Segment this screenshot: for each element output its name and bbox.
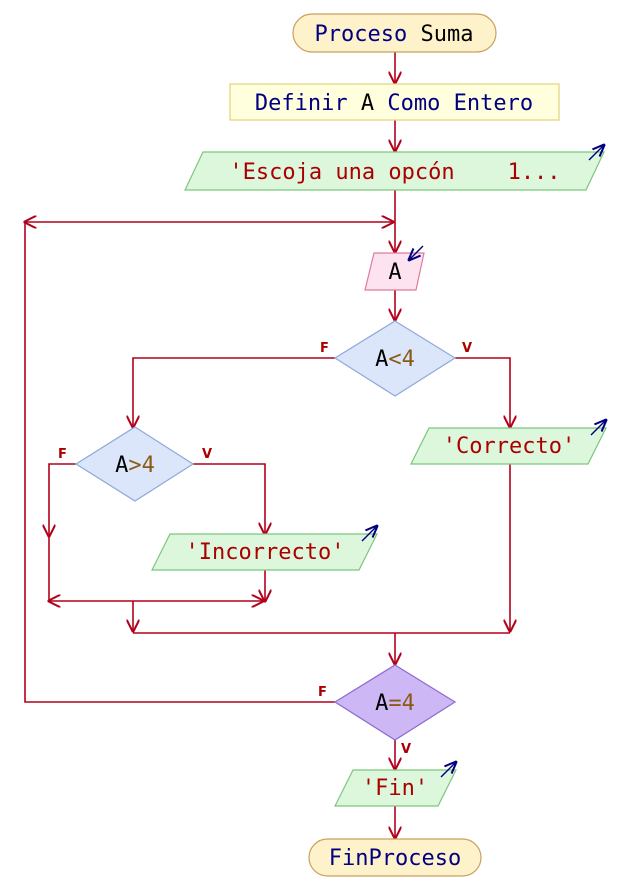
end-label: FinProceso xyxy=(329,846,461,871)
output-arrow-icon xyxy=(588,145,604,161)
output-fin-label: 'Fin' xyxy=(362,776,428,801)
output-fin-shape xyxy=(334,769,457,807)
decision-eq-false-label: F xyxy=(318,685,327,700)
end-node: FinProceso xyxy=(308,838,482,877)
start-shape xyxy=(292,13,497,53)
decision-lt-false-label: F xyxy=(320,341,329,356)
input-arrow-icon xyxy=(409,245,424,260)
output-menu-shape xyxy=(184,151,605,191)
connectors xyxy=(25,52,510,838)
edge-loop-vertical xyxy=(24,222,335,703)
edge-gt-true xyxy=(193,463,265,534)
output-arrow-icon xyxy=(361,526,377,542)
edge-gt-false xyxy=(49,463,76,536)
output-correcto-node: 'Correcto' xyxy=(410,420,607,465)
decision-eq-true-label: V xyxy=(401,742,411,757)
output-correcto-label: 'Correcto' xyxy=(443,434,575,459)
decision-gt-node: A>4 F V xyxy=(58,426,212,502)
output-incorrecto-label: 'Incorrecto' xyxy=(186,540,345,565)
output-arrow-icon xyxy=(440,762,456,778)
decision-lt-shape xyxy=(333,320,457,397)
output-menu-label: 'Escoja una opcón 1... xyxy=(229,160,560,185)
output-correcto-shape xyxy=(410,427,607,465)
decision-lt-node: A<4 F V xyxy=(320,320,472,397)
output-menu-node: 'Escoja una opcón 1... xyxy=(184,145,605,191)
decision-lt-true-label: V xyxy=(462,341,472,356)
decision-gt-label: A>4 xyxy=(115,453,155,478)
define-label: Definir A Como Entero xyxy=(255,91,533,116)
end-shape xyxy=(308,838,482,877)
input-node: A xyxy=(364,245,425,291)
start-node: Proceso Suma xyxy=(292,13,497,53)
define-node: Definir A Como Entero xyxy=(229,83,560,121)
output-arrow-icon xyxy=(590,420,606,436)
define-shape xyxy=(229,83,560,121)
decision-gt-shape xyxy=(74,426,195,502)
input-label: A xyxy=(388,260,401,285)
edge-lt-false xyxy=(133,357,335,427)
decision-eq-node: A=4 F V xyxy=(318,664,457,757)
decision-gt-true-label: V xyxy=(202,447,212,462)
decision-eq-shape xyxy=(333,664,457,741)
output-incorrecto-shape xyxy=(151,533,378,571)
output-fin-node: 'Fin' xyxy=(334,762,457,807)
decision-gt-false-label: F xyxy=(58,447,67,462)
start-label: Proceso Suma xyxy=(315,22,474,47)
decision-eq-label: A=4 xyxy=(375,691,415,716)
edge-lt-true xyxy=(455,357,510,427)
decision-lt-label: A<4 xyxy=(375,347,415,372)
output-incorrecto-node: 'Incorrecto' xyxy=(151,526,378,571)
